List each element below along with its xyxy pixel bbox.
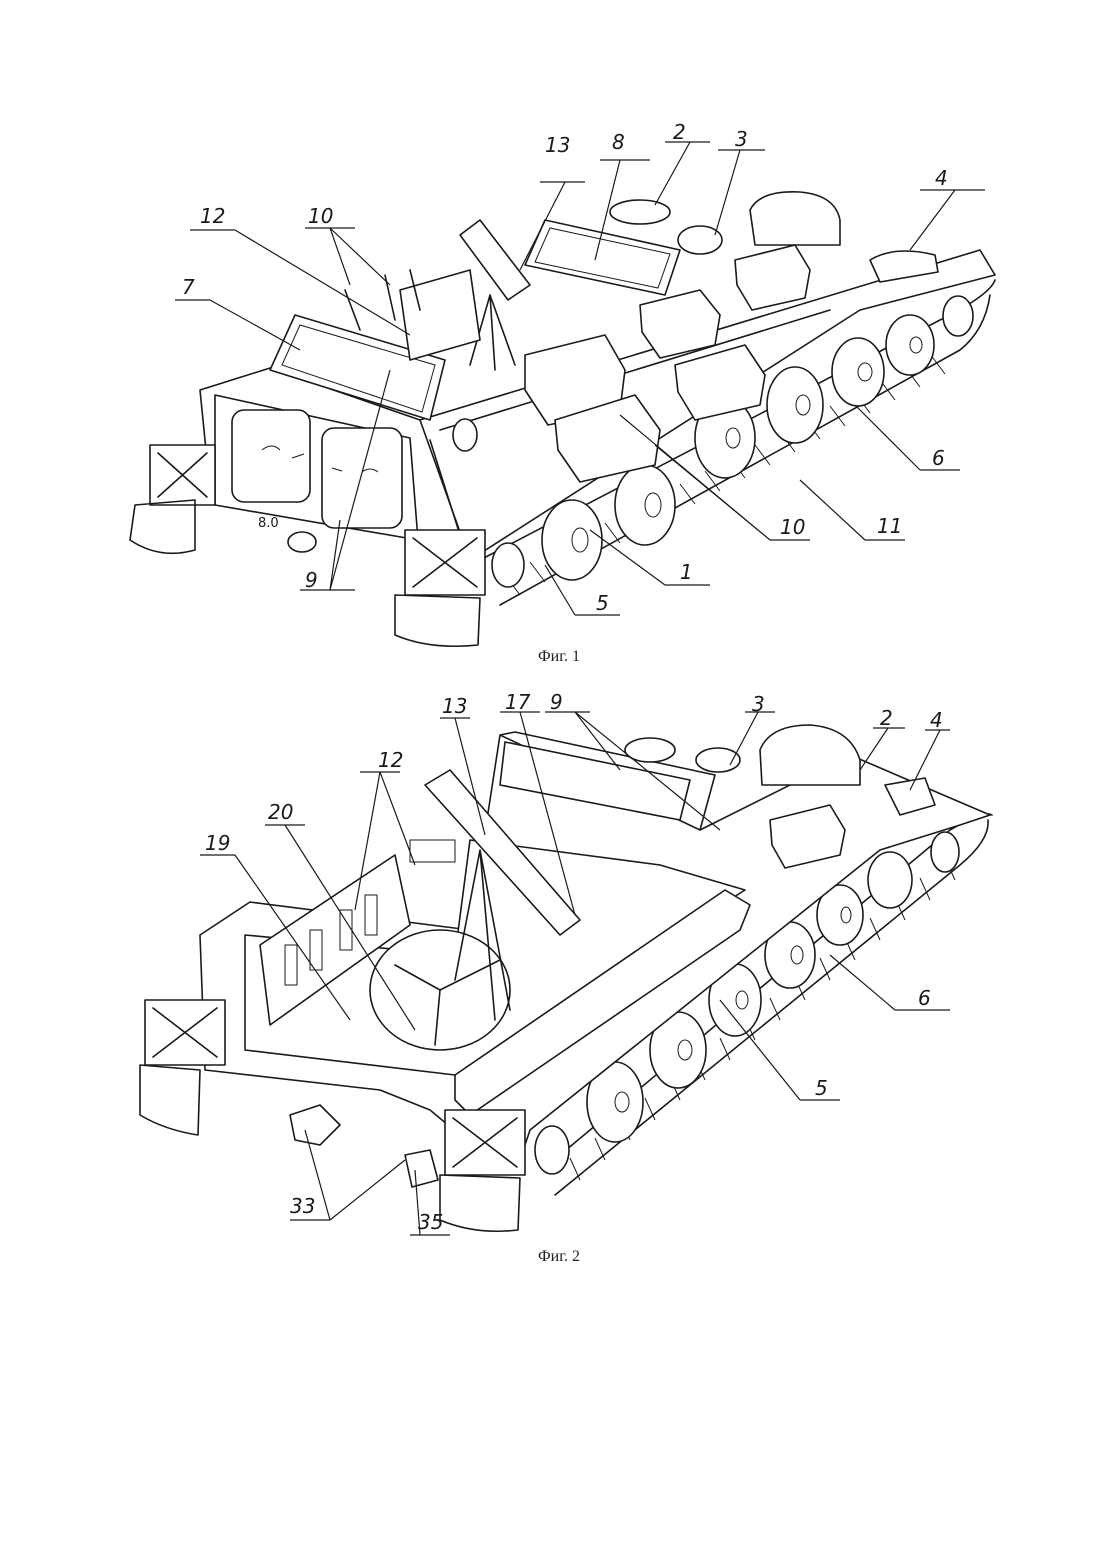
mudflap-right	[440, 1110, 525, 1231]
mudflap-left	[130, 445, 215, 553]
road-wheel	[868, 852, 912, 908]
figure-2-drawing	[0, 690, 1100, 1250]
callout-35: 35	[418, 1212, 443, 1232]
callout-8: 8	[612, 132, 625, 152]
ammo-box	[735, 245, 810, 310]
road-wheel	[767, 367, 823, 443]
callout-2: 2	[673, 122, 686, 142]
callout-5: 5	[596, 593, 609, 613]
callout-12: 12	[378, 750, 403, 770]
hatch-3	[678, 226, 722, 254]
drive-sprocket	[535, 1126, 569, 1174]
callout-3: 3	[735, 129, 748, 149]
callout-11: 11	[877, 516, 902, 536]
hull-inscription: 8.0	[258, 517, 279, 530]
callout-13: 13	[545, 135, 570, 155]
support-33	[290, 1105, 340, 1145]
drive-sprocket	[492, 543, 524, 587]
filler-cap	[453, 419, 477, 451]
callout-13: 13	[442, 696, 467, 716]
callout-6: 6	[932, 448, 945, 468]
figure-2-caption: Фиг. 2	[538, 1248, 580, 1266]
hatch-2	[610, 200, 670, 224]
callout-6: 6	[918, 988, 931, 1008]
callout-4: 4	[935, 168, 948, 188]
callout-20: 20	[268, 802, 293, 822]
figure-1: 13 8 2 3 4 12 10 7 9 6 11 10 1 5 8.0	[0, 120, 1100, 650]
callout-10-bottom: 10	[780, 517, 805, 537]
turret-dome	[750, 192, 840, 245]
callout-7: 7	[182, 277, 195, 297]
callout-1: 1	[680, 562, 693, 582]
callout-33: 33	[290, 1196, 315, 1216]
callout-12: 12	[200, 206, 225, 226]
turret-dome	[760, 725, 860, 785]
figure-1-drawing	[0, 120, 1100, 650]
rear-door-right	[322, 428, 402, 528]
callout-3: 3	[752, 694, 765, 714]
callout-19: 19	[205, 833, 230, 853]
figure-2: 13 17 9 3 2 4 12 20 19 6 5 33 35	[0, 690, 1100, 1250]
callout-9: 9	[550, 692, 563, 712]
idler-wheel	[931, 832, 959, 872]
figure-1-caption: Фиг. 1	[538, 648, 580, 666]
callout-9: 9	[305, 570, 318, 590]
hatch-3	[696, 748, 740, 772]
towing-hook	[288, 532, 316, 552]
callout-5: 5	[815, 1078, 828, 1098]
callout-2: 2	[880, 708, 893, 728]
callout-4: 4	[930, 710, 943, 730]
callout-17: 17	[505, 692, 530, 712]
callout-10-top: 10	[308, 206, 333, 226]
mudflap-right	[395, 530, 485, 646]
rack-12	[400, 270, 480, 360]
support-35	[405, 1150, 438, 1187]
idler-wheel	[943, 296, 973, 336]
